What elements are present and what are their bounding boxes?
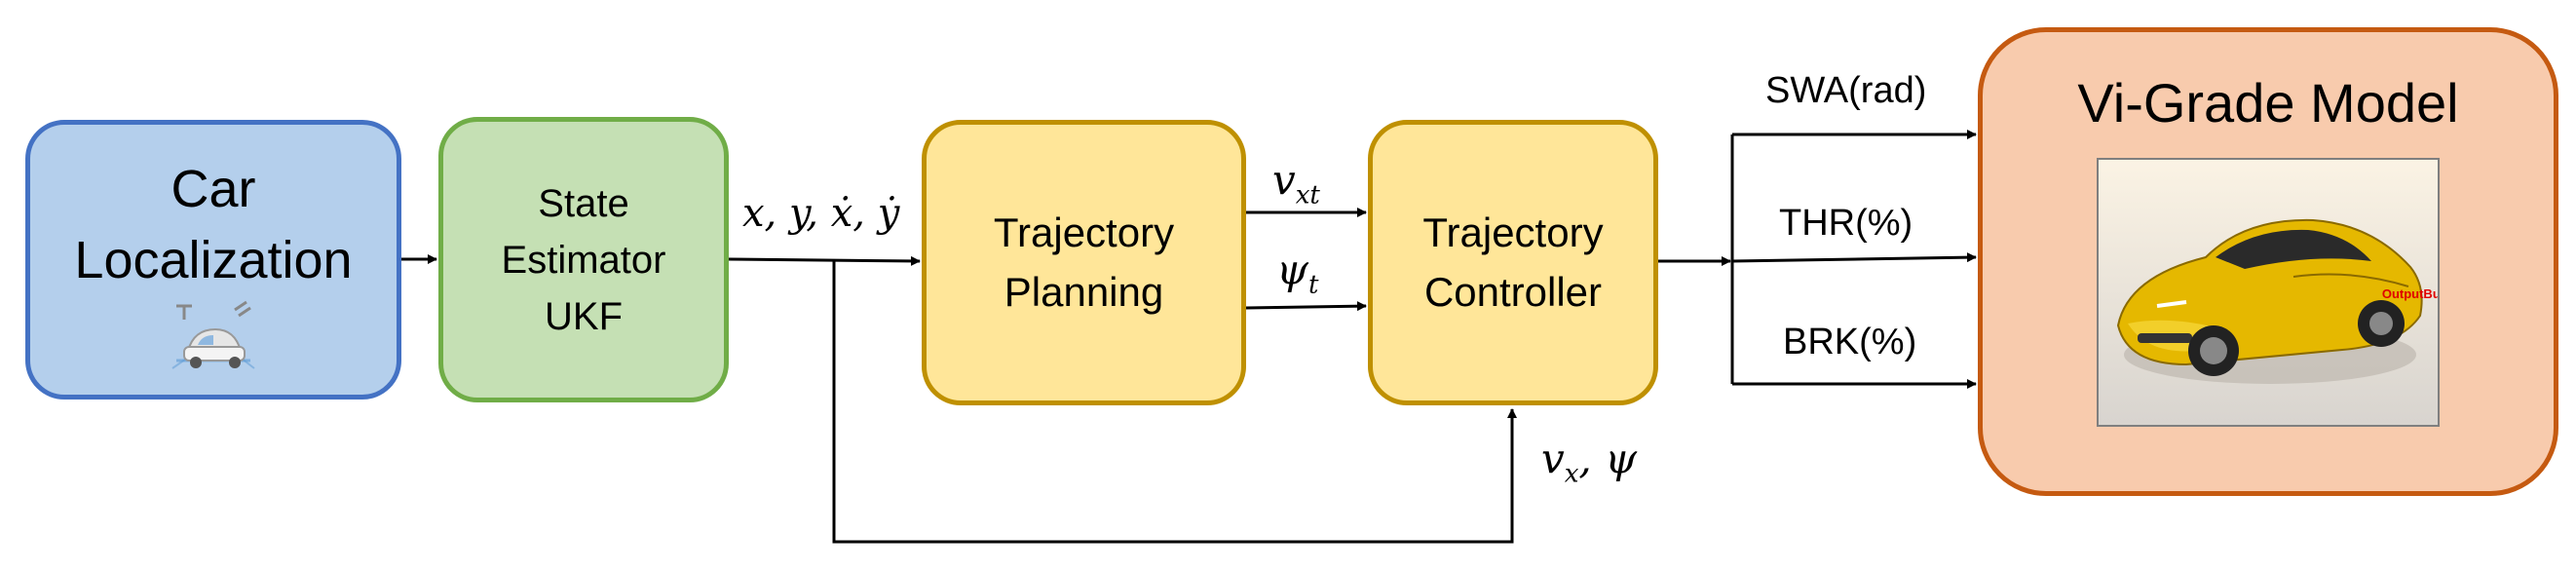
arrow-estimator-planning — [728, 255, 921, 266]
sports-car-graphic — [2116, 218, 2423, 384]
psit-subscript: t — [1307, 270, 1319, 300]
thr-signal-label: THR(%) — [1779, 203, 1913, 244]
arrow-psit — [1245, 301, 1367, 312]
output-bus-tag: OutputBus — [2381, 286, 2440, 301]
vxt-subscript: xt — [1295, 180, 1320, 210]
state-estimator-block: State Estimator UKF — [438, 117, 729, 402]
trajectory-planning-block: Trajectory Planning — [922, 120, 1246, 405]
feedback-subscript: x — [1564, 459, 1579, 489]
car-sensor-icon — [171, 300, 255, 369]
feedback-psi: , ψ — [1578, 435, 1638, 482]
car-image: OutputBus — [2097, 158, 2440, 427]
psit-signal-label: ψt — [1276, 246, 1318, 299]
psit-base: ψ — [1276, 246, 1308, 293]
vi-grade-model-block: Vi-Grade Model OutputBus — [1978, 27, 2558, 496]
controller-line-2: Controller — [1423, 268, 1603, 315]
feedback-v: v — [1541, 435, 1565, 482]
arrow-thr — [1731, 252, 1977, 263]
estimator-line-1: State — [538, 181, 629, 225]
trajectory-controller-block: Trajectory Controller — [1368, 120, 1658, 405]
feedback-signal-label: vx, ψ — [1541, 435, 1637, 488]
planning-line-2: Planning — [1004, 268, 1164, 315]
vxt-base: v — [1272, 156, 1296, 204]
model-title: Vi-Grade Model — [2077, 72, 2459, 133]
controller-line-1: Trajectory — [1422, 209, 1604, 255]
localization-line-1: Car — [170, 160, 256, 218]
localization-line-2: Localization — [74, 230, 353, 289]
vxt-signal-label: vxt — [1272, 156, 1320, 209]
brk-signal-label: BRK(%) — [1783, 322, 1917, 362]
swa-signal-label: SWA(rad) — [1765, 70, 1927, 111]
car-localization-block: Car Localization — [25, 120, 401, 400]
state-signal-label: x, y, ẋ, ẏ — [742, 191, 900, 236]
arrow-feedback-loop — [832, 260, 1517, 544]
planning-line-1: Trajectory — [993, 209, 1175, 255]
estimator-line-2: Estimator — [501, 238, 666, 282]
estimator-line-3: UKF — [545, 294, 623, 338]
